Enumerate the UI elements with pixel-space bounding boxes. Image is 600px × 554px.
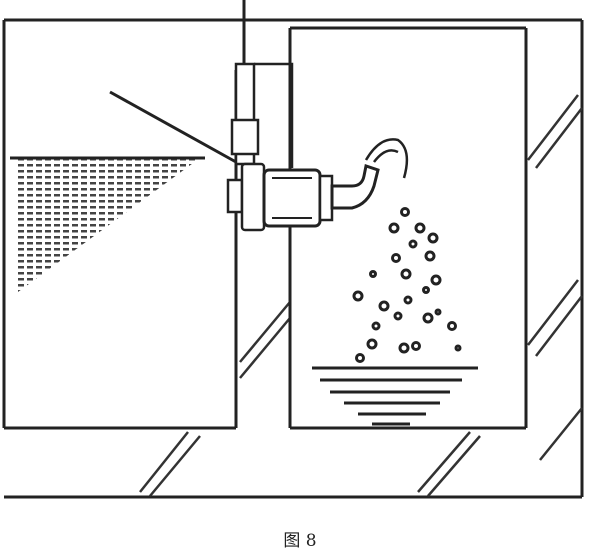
bubbles-icon: [352, 207, 462, 363]
right-container: [288, 26, 528, 430]
outer-tank: [2, 18, 584, 499]
figure-caption: 图 8: [283, 531, 317, 551]
guide-line: [109, 90, 237, 164]
right-container-water: [312, 366, 478, 426]
pump-icon: [226, 0, 380, 232]
left-basin-liquid: [18, 158, 200, 292]
diagram-figure: [2, 0, 584, 499]
background-hatching: [139, 94, 583, 497]
water-jet-icon: [364, 138, 409, 179]
